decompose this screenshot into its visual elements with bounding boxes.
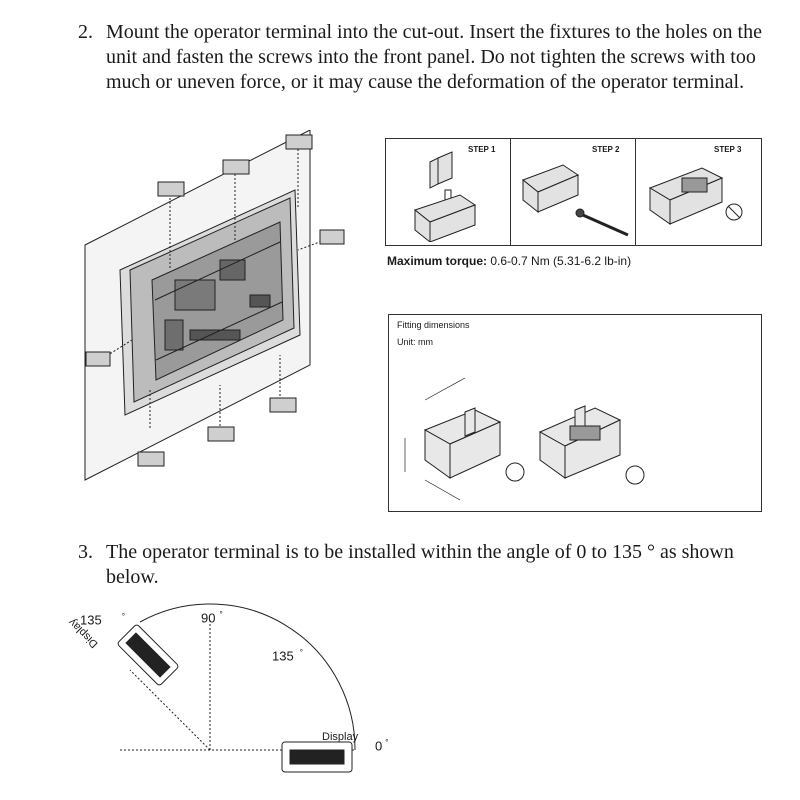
torque-label: Maximum torque: [387, 254, 488, 268]
angle-135-arc-label: 135 ° [272, 648, 303, 663]
display-tilted-icon [117, 624, 179, 686]
angle-arc [139, 603, 356, 751]
step-3-label: STEP 3 [714, 145, 742, 154]
angle-135-left-value: 135 [80, 612, 102, 628]
step-1-label: STEP 1 [468, 145, 496, 154]
step-2-number: 2. [78, 21, 93, 43]
angle-90-value: 90 [201, 610, 216, 626]
step-3-number: 3. [78, 541, 93, 563]
step-1-fixture-icon [413, 151, 477, 242]
angle-135-left-label: 135 ° [80, 612, 125, 627]
angle-135-line [129, 669, 211, 751]
step-3-paragraph: 3. The operator terminal is to be instal… [78, 540, 768, 592]
step-2-label: STEP 2 [592, 145, 620, 154]
degree-symbol: ° [299, 648, 303, 657]
fitting-dimensions-drawing [404, 377, 645, 501]
torque-caption: Maximum torque: 0.6-0.7 Nm (5.31-6.2 lb-… [387, 254, 631, 268]
degree-symbol: ° [121, 612, 125, 621]
display-bottom-label: Display [322, 731, 359, 743]
step-2-paragraph: 2. Mount the operator terminal into the … [78, 20, 768, 124]
fitting-title: Fitting dimensions [397, 320, 470, 330]
step-3-text: The operator terminal is to be installed… [106, 541, 734, 588]
angle-90-label: 90° [201, 610, 223, 625]
install-angle-diagram [117, 603, 356, 773]
degree-symbol: ° [385, 738, 389, 747]
torque-value: 0.6-0.7 Nm (5.31-6.2 lb-in) [490, 254, 632, 268]
mounting-illustration [84, 130, 345, 481]
degree-symbol: ° [219, 610, 223, 619]
fitting-unit: Unit: mm [397, 337, 433, 347]
step-2-text: Mount the operator terminal into the cut… [106, 21, 762, 93]
step-2-fixture-icon [522, 164, 629, 237]
step-3-fixture-icon [648, 167, 743, 225]
display-bottom-icon [281, 741, 353, 773]
angle-0-label: 0° [375, 738, 388, 753]
angle-0-value: 0 [375, 738, 383, 754]
angle-135-arc-value: 135 [272, 648, 294, 664]
